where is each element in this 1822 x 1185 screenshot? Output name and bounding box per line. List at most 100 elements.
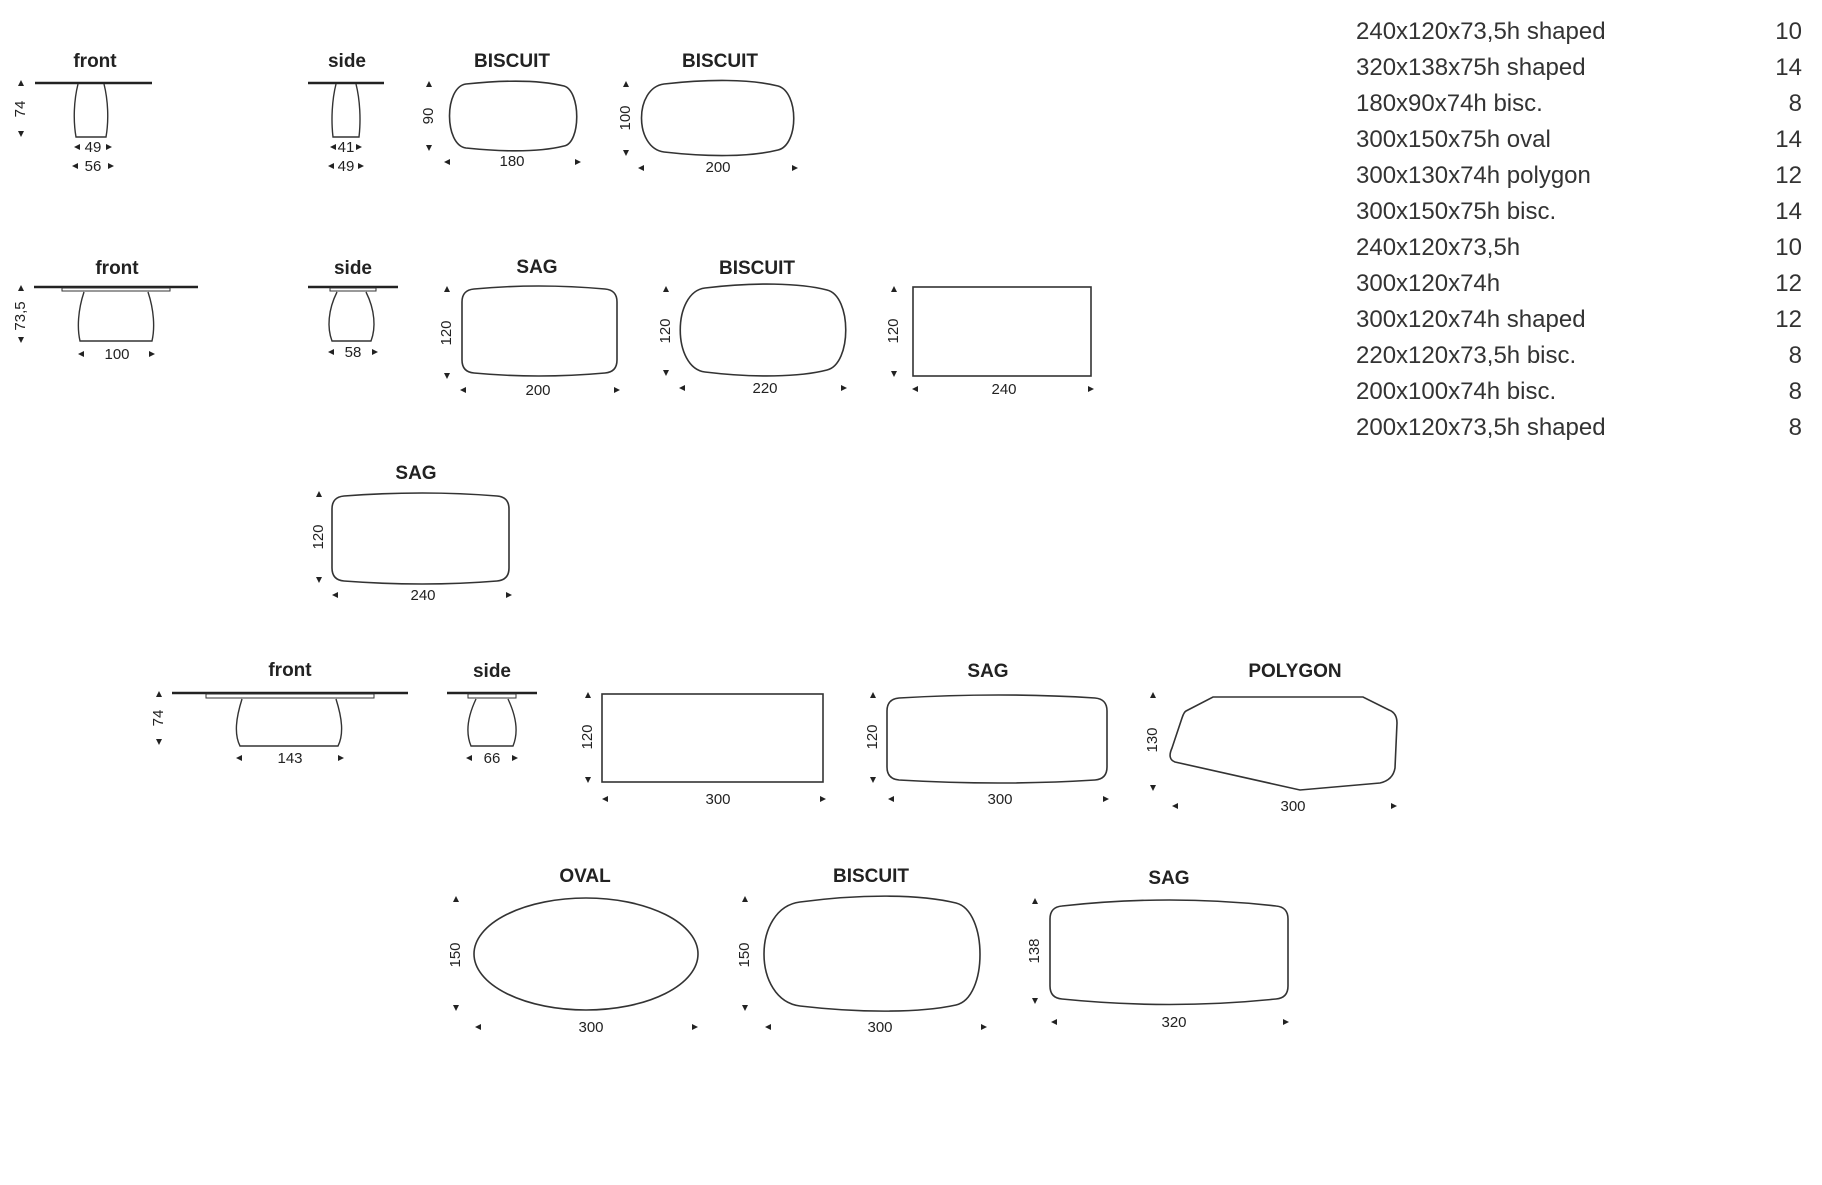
arrow-right-icon xyxy=(372,349,378,355)
row2-side-label: side xyxy=(334,258,372,279)
list-item: 220x120x73,5h bisc.8 xyxy=(1356,338,1802,374)
row1-biscuit-a-length: 180 xyxy=(499,153,524,170)
row4-front-height: 74 xyxy=(150,710,167,727)
biscuit-tabletop-outline xyxy=(679,283,847,377)
sag-tabletop-outline xyxy=(886,694,1108,784)
arrow-right-icon xyxy=(981,1024,987,1030)
row4-sag-length: 300 xyxy=(987,791,1012,808)
arrow-up-icon xyxy=(891,286,897,292)
model-size: 300x150x75h bisc. xyxy=(1356,198,1557,225)
row4-front-label: front xyxy=(268,660,312,681)
arrow-left-icon xyxy=(78,351,84,357)
arrow-right-icon xyxy=(1391,803,1397,809)
arrow-left-icon xyxy=(74,144,80,150)
row2-biscuit-label: BISCUIT xyxy=(719,258,795,279)
arrow-right-icon xyxy=(506,592,512,598)
row2-front-elevation: front 73,5 100 xyxy=(12,258,198,363)
row4-sag-300-plan: SAG 120 300 xyxy=(864,661,1109,808)
row1-biscuit-b-label: BISCUIT xyxy=(682,51,758,72)
model-size: 320x138x75h shaped xyxy=(1356,54,1586,81)
arrow-right-icon xyxy=(106,144,112,150)
row1-biscuit-180-plan: BISCUIT 90 180 xyxy=(420,51,581,170)
row4-rect-length: 300 xyxy=(705,791,730,808)
arrow-left-icon xyxy=(638,165,644,171)
row1-front-base-width: 49 xyxy=(85,139,102,156)
row5-sag-320-plan: SAG 138 320 xyxy=(1026,868,1289,1031)
table-base xyxy=(77,291,155,342)
row4-sag-label: SAG xyxy=(967,661,1008,682)
arrow-down-icon xyxy=(623,150,629,156)
row4-front-elevation: front 74 143 xyxy=(150,660,408,767)
row5-sag-length: 320 xyxy=(1161,1014,1186,1031)
arrow-down-icon xyxy=(891,371,897,377)
arrow-left-icon xyxy=(236,755,242,761)
row2-front-height: 73,5 xyxy=(12,301,29,330)
row1-biscuit-b-length: 200 xyxy=(705,159,730,176)
row1-front-label: front xyxy=(73,51,117,72)
row2-biscuit-depth: 120 xyxy=(657,318,674,343)
arrow-down-icon xyxy=(444,373,450,379)
model-size: 300x120x74h shaped xyxy=(1356,306,1586,333)
row2-sag-label: SAG xyxy=(516,257,557,278)
arrow-up-icon xyxy=(585,692,591,698)
arrow-up-icon xyxy=(444,286,450,292)
arrow-right-icon xyxy=(575,159,581,165)
row2-side-elevation: side 58 xyxy=(308,258,398,361)
arrow-down-icon xyxy=(316,577,322,583)
arrow-left-icon xyxy=(1051,1019,1057,1025)
arrow-left-icon xyxy=(912,386,918,392)
arrow-down-icon xyxy=(453,1005,459,1011)
arrow-down-icon xyxy=(18,337,24,343)
arrow-up-icon xyxy=(1032,898,1038,904)
arrow-left-icon xyxy=(1172,803,1178,809)
arrow-left-icon xyxy=(328,349,334,355)
row1-side-elevation: side 41 49 xyxy=(308,51,384,175)
arrow-right-icon xyxy=(692,1024,698,1030)
row3-sag-240-plan: SAG 120 240 xyxy=(310,463,512,604)
arrow-up-icon xyxy=(623,81,629,87)
row4-rect-depth: 120 xyxy=(579,724,596,749)
arrow-right-icon xyxy=(149,351,155,357)
model-list: 240x120x73,5h shaped 10 320x138x75h shape… xyxy=(1356,14,1802,446)
arrow-up-icon xyxy=(156,691,162,697)
row5-biscuit-depth: 150 xyxy=(736,942,753,967)
model-seats: 8 xyxy=(1788,378,1802,405)
arrow-left-icon xyxy=(466,755,472,761)
arrow-right-icon xyxy=(1088,386,1094,392)
arrow-down-icon xyxy=(426,145,432,151)
row1-biscuit-a-depth: 90 xyxy=(420,108,437,125)
row4-polygon-label: POLYGON xyxy=(1248,661,1341,682)
arrow-up-icon xyxy=(1150,692,1156,698)
table-base xyxy=(467,698,517,747)
rectangle-tabletop-outline xyxy=(601,693,824,783)
table-base xyxy=(235,698,343,747)
row3-sag-label: SAG xyxy=(395,463,436,484)
sag-tabletop-outline xyxy=(461,285,618,377)
row1-front-elevation: front 74 49 56 xyxy=(12,51,152,175)
arrow-right-icon xyxy=(512,755,518,761)
table-base xyxy=(331,83,361,138)
list-item: 200x100x74h bisc.8 xyxy=(1356,374,1802,410)
arrow-left-icon xyxy=(444,159,450,165)
arrow-left-icon xyxy=(72,163,78,169)
arrow-right-icon xyxy=(820,796,826,802)
row3-sag-depth: 120 xyxy=(310,524,327,549)
sag-tabletop-outline xyxy=(1049,899,1289,1006)
table-top-underframe xyxy=(61,287,171,292)
arrow-up-icon xyxy=(742,896,748,902)
table-top-underframe xyxy=(329,287,377,292)
model-size: 240x120x73,5h shaped xyxy=(1356,18,1606,45)
arrow-left-icon xyxy=(602,796,608,802)
model-seats: 10 xyxy=(1775,18,1802,45)
row5-sag-label: SAG xyxy=(1148,868,1189,889)
table-top-underframe xyxy=(205,693,375,699)
arrow-right-icon xyxy=(356,144,362,150)
row3-sag-length: 240 xyxy=(410,587,435,604)
row4-side-base-width: 66 xyxy=(484,750,501,767)
arrow-down-icon xyxy=(1032,998,1038,1004)
arrow-right-icon xyxy=(358,163,364,169)
arrow-left-icon xyxy=(475,1024,481,1030)
table-base xyxy=(328,291,375,342)
